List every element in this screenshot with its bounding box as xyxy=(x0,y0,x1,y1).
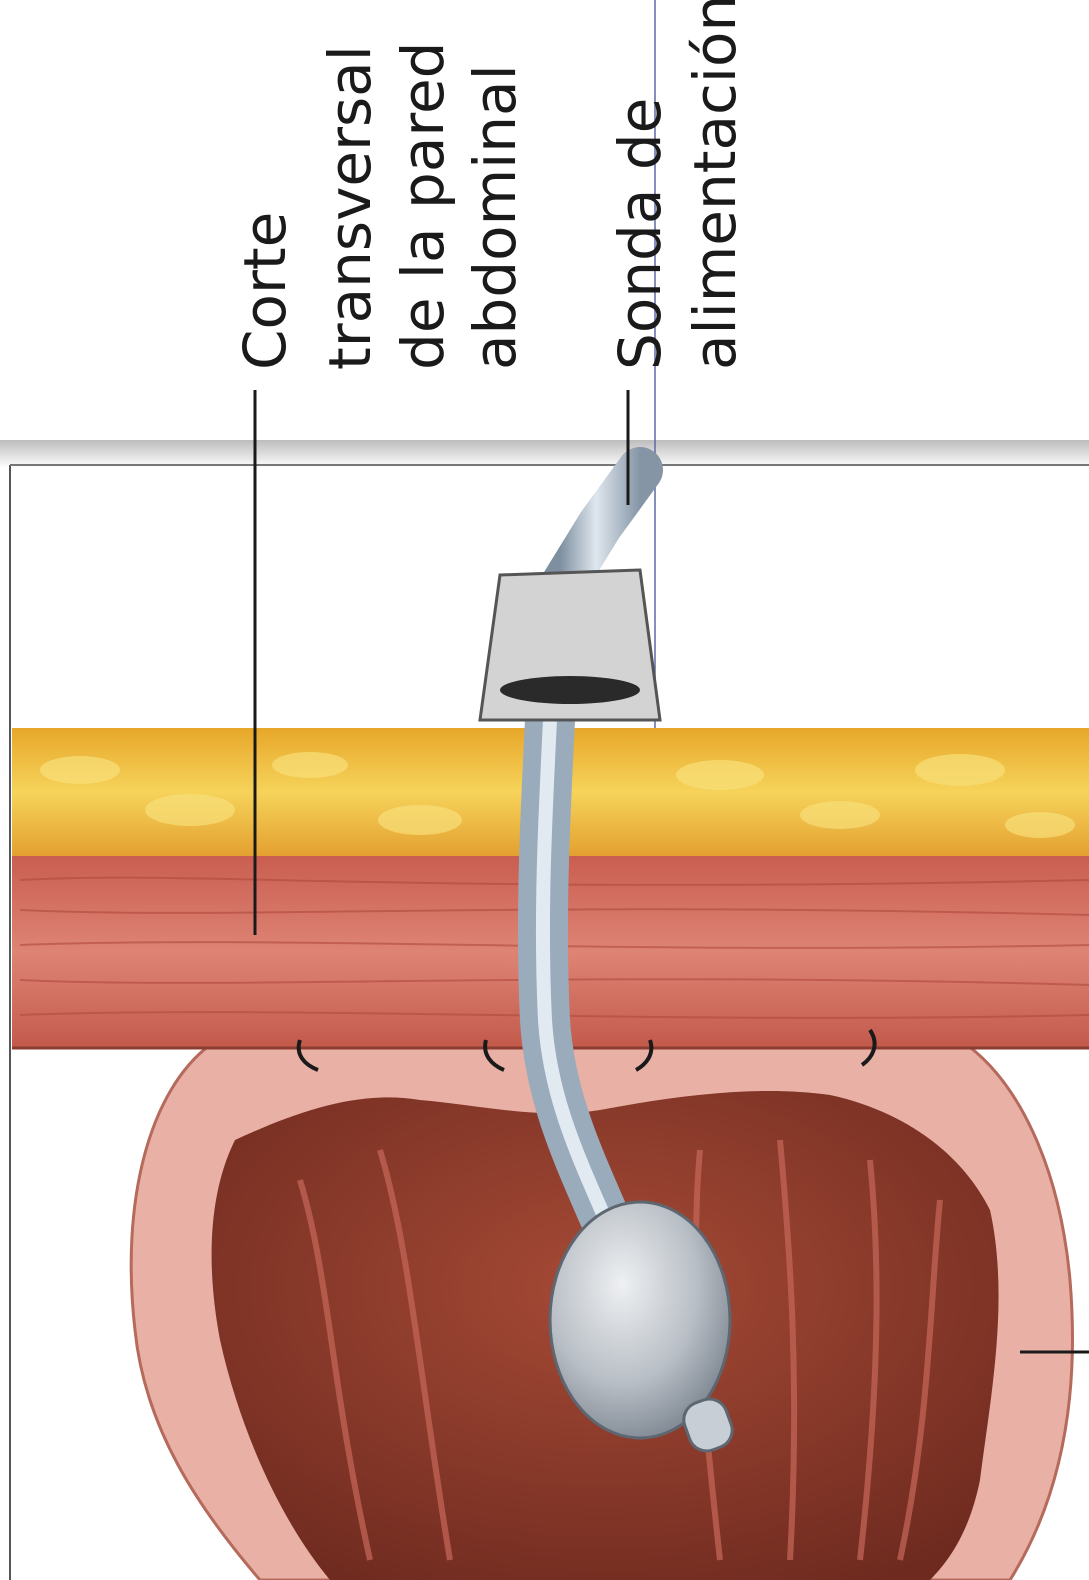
label-feeding-tube-line2: alimentación xyxy=(681,0,749,370)
label-abdominal-wall-line4: abdominal xyxy=(461,64,529,370)
label-abdominal-wall-line2: transversal xyxy=(316,45,384,370)
label-feeding-tube-line1: Sonda de xyxy=(606,98,674,370)
label-abdominal-wall-line3: de la pared xyxy=(389,42,457,370)
skin-disc-icon xyxy=(480,570,660,720)
label-feeding-tube: Sonda de alimentación xyxy=(606,0,749,505)
label-abdominal-wall-line1: Corte xyxy=(231,212,299,370)
